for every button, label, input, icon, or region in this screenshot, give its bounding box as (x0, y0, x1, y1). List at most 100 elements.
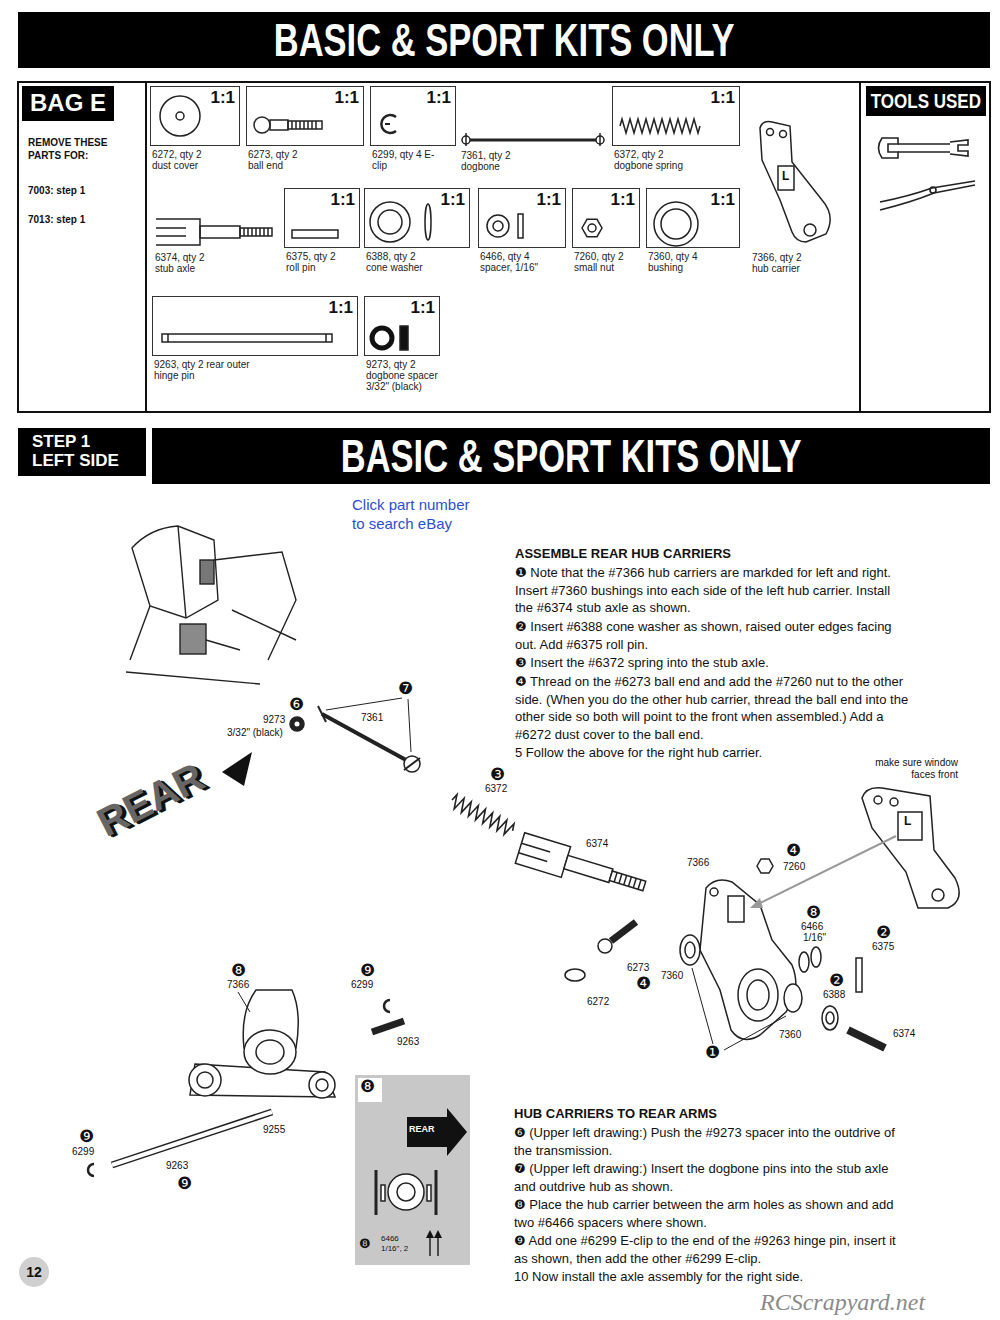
part-icon (292, 121, 316, 129)
part-number: 7366 (686, 857, 710, 868)
arm-drawing (316, 1079, 328, 1091)
orientation-icon (932, 889, 944, 901)
part-icon (292, 230, 338, 238)
callout-number: ❽ (231, 962, 246, 979)
part-icon (378, 210, 402, 234)
part-frame (152, 296, 358, 356)
part-number: 6272 (586, 996, 610, 1007)
part-label: 7366, qty 2 hub carrier (752, 252, 816, 274)
part-number: 7366 (226, 979, 250, 990)
part-icon (767, 129, 774, 136)
panel-heading: REMOVE THESE PARTS FOR: (28, 137, 136, 162)
scale-mark: 1:1 (334, 89, 359, 106)
dimension: 1/16", 2 (381, 1245, 408, 1254)
hub-carrier-drawing (680, 935, 700, 965)
scale-mark: 1:1 (710, 191, 735, 208)
part-icon (162, 334, 332, 342)
page-badge (19, 1257, 49, 1287)
stub-axle-drawing (564, 855, 613, 882)
part-number: 1/16" (802, 932, 827, 943)
part-icon (599, 133, 601, 146)
part-number: 6273 (626, 962, 650, 973)
orientation-icon (862, 788, 959, 908)
part-number: 6372 (484, 783, 508, 794)
step-box: STEP 1 LEFT SIDE (18, 428, 146, 476)
tool-icon (898, 144, 950, 152)
part-number: 6299 (350, 979, 374, 990)
part-icon (156, 96, 830, 350)
part-icon (372, 328, 392, 348)
tools-header: TOOLS USED (866, 86, 986, 116)
inset-drawing (397, 1183, 415, 1201)
part-cell: 1:1 6273, qty 2 ball end (246, 86, 364, 173)
callout-number: ❷ (876, 924, 891, 941)
direction-label: REAR (409, 1125, 435, 1134)
arm-drawing (112, 1112, 272, 1165)
part-icon (156, 219, 200, 245)
part-icon (620, 119, 700, 133)
instruction-step: ❸ Insert the #6372 spring into the stub … (515, 654, 910, 672)
part-icon (661, 209, 691, 239)
part-number: 7260 (782, 861, 806, 872)
part-label: 6372, qty 2 dogbone spring (614, 149, 694, 171)
parts-panel-frame (18, 82, 990, 412)
part-label: 6273, qty 2 ball end (248, 149, 312, 171)
part-number: 6299 (71, 1146, 95, 1157)
spring-drawing (449, 794, 516, 837)
section-heading: HUB CARRIERS TO REAR ARMS (514, 1106, 717, 1123)
part-number: 3/32" (black) (226, 727, 284, 738)
page-badge (19, 1257, 49, 1287)
hub-carrier-drawing (811, 947, 821, 967)
parts-panel-frame (18, 82, 990, 412)
callout-number: ❾ (177, 1175, 192, 1192)
dogbone-drawing (295, 722, 300, 727)
scale-mark: 1:1 (426, 89, 451, 106)
hub-carrier-drawing (728, 896, 744, 922)
part-icon (470, 139, 596, 142)
part-icon (176, 112, 184, 120)
part-cell: 1:19263, qty 2 rear outer hinge pin (152, 296, 358, 383)
inset-drawing (426, 1230, 442, 1238)
part-label: 7360, qty 4 bushing (648, 251, 712, 273)
hub-carrier-drawing (799, 952, 809, 972)
part-cell: 1:16272, qty 2 dust cover (150, 86, 240, 173)
part-icon (582, 219, 602, 236)
scale-mark: 1:1 (410, 299, 435, 316)
tool-icon (930, 187, 936, 193)
chassis-sketch (132, 526, 218, 618)
part-number: 6375 (871, 941, 895, 952)
parts-panel-frame (859, 82, 861, 412)
chassis-sketch (126, 526, 296, 684)
tool-icon (879, 138, 899, 158)
callout-number: ❶ (705, 1044, 720, 1061)
link-note: Click part number to search eBay (352, 496, 474, 534)
direction-label: REAR (91, 756, 210, 843)
tool-icon (880, 185, 975, 210)
inset-drawing (427, 1185, 431, 1201)
part-icon (778, 166, 794, 190)
part-number: 9263 (165, 1160, 189, 1171)
part-icon (156, 228, 186, 236)
callout-number: ❻ (289, 696, 304, 713)
rear-inset: ❽REAR❽64661/16", 2 (355, 1075, 470, 1265)
bag-letter: BAG E (22, 86, 114, 121)
orientation-icon (890, 798, 898, 806)
part-number: 6388 (822, 989, 846, 1000)
instruction-step: ❽ Place the hub carrier between the arm … (514, 1196, 909, 1231)
part-cell: 1:1 7360, qty 4 bushing (646, 188, 740, 275)
step-reference: 7003: step 1 (28, 185, 85, 197)
part-number: 7360 (660, 970, 684, 981)
hub-carrier-drawing (848, 1030, 885, 1048)
hub-carrier-drawing (685, 942, 695, 958)
part-number: 6466 (800, 921, 824, 932)
part-icon (240, 228, 272, 236)
part-icon (168, 334, 326, 342)
part-number: 6374 (585, 838, 609, 849)
orientation-icon (862, 788, 959, 908)
part-number: 6374 (892, 1028, 916, 1039)
part-cell: 1:16388, qty 2 cone washer (364, 188, 470, 275)
tool-icon (950, 140, 968, 156)
scale-mark: 1:1 (210, 89, 235, 106)
part-label: 6388, qty 2 cone washer (366, 251, 430, 273)
callout-number: ❸ (490, 766, 505, 783)
